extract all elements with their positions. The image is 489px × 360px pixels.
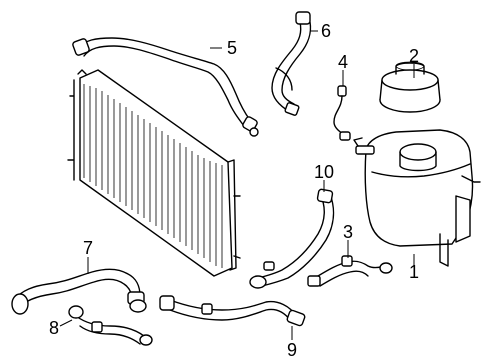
hose-7	[11, 268, 147, 315]
leader-lines	[59, 30, 415, 340]
callout-6: 6	[321, 21, 331, 41]
callout-1: 1	[409, 262, 419, 282]
callout-labels: 1 2 3 4 5 6 7 8 9 10	[49, 21, 419, 360]
hose-9	[159, 295, 306, 327]
radiator	[67, 69, 241, 277]
callout-4: 4	[338, 52, 348, 72]
hose-8	[68, 305, 153, 346]
callout-3: 3	[343, 222, 353, 242]
callout-5: 5	[227, 38, 237, 58]
level-sensor-4	[333, 85, 351, 141]
expansion-tank-1	[353, 129, 481, 267]
hose-3	[307, 255, 393, 287]
callout-10: 10	[314, 162, 334, 182]
expansion-tank-cap-2	[379, 61, 441, 113]
hose-10	[249, 188, 335, 289]
callout-2: 2	[409, 46, 419, 66]
hose-6	[271, 11, 312, 116]
callout-7: 7	[83, 238, 93, 258]
callout-8: 8	[49, 318, 59, 338]
hose-5	[72, 37, 259, 137]
callout-9: 9	[287, 340, 297, 360]
